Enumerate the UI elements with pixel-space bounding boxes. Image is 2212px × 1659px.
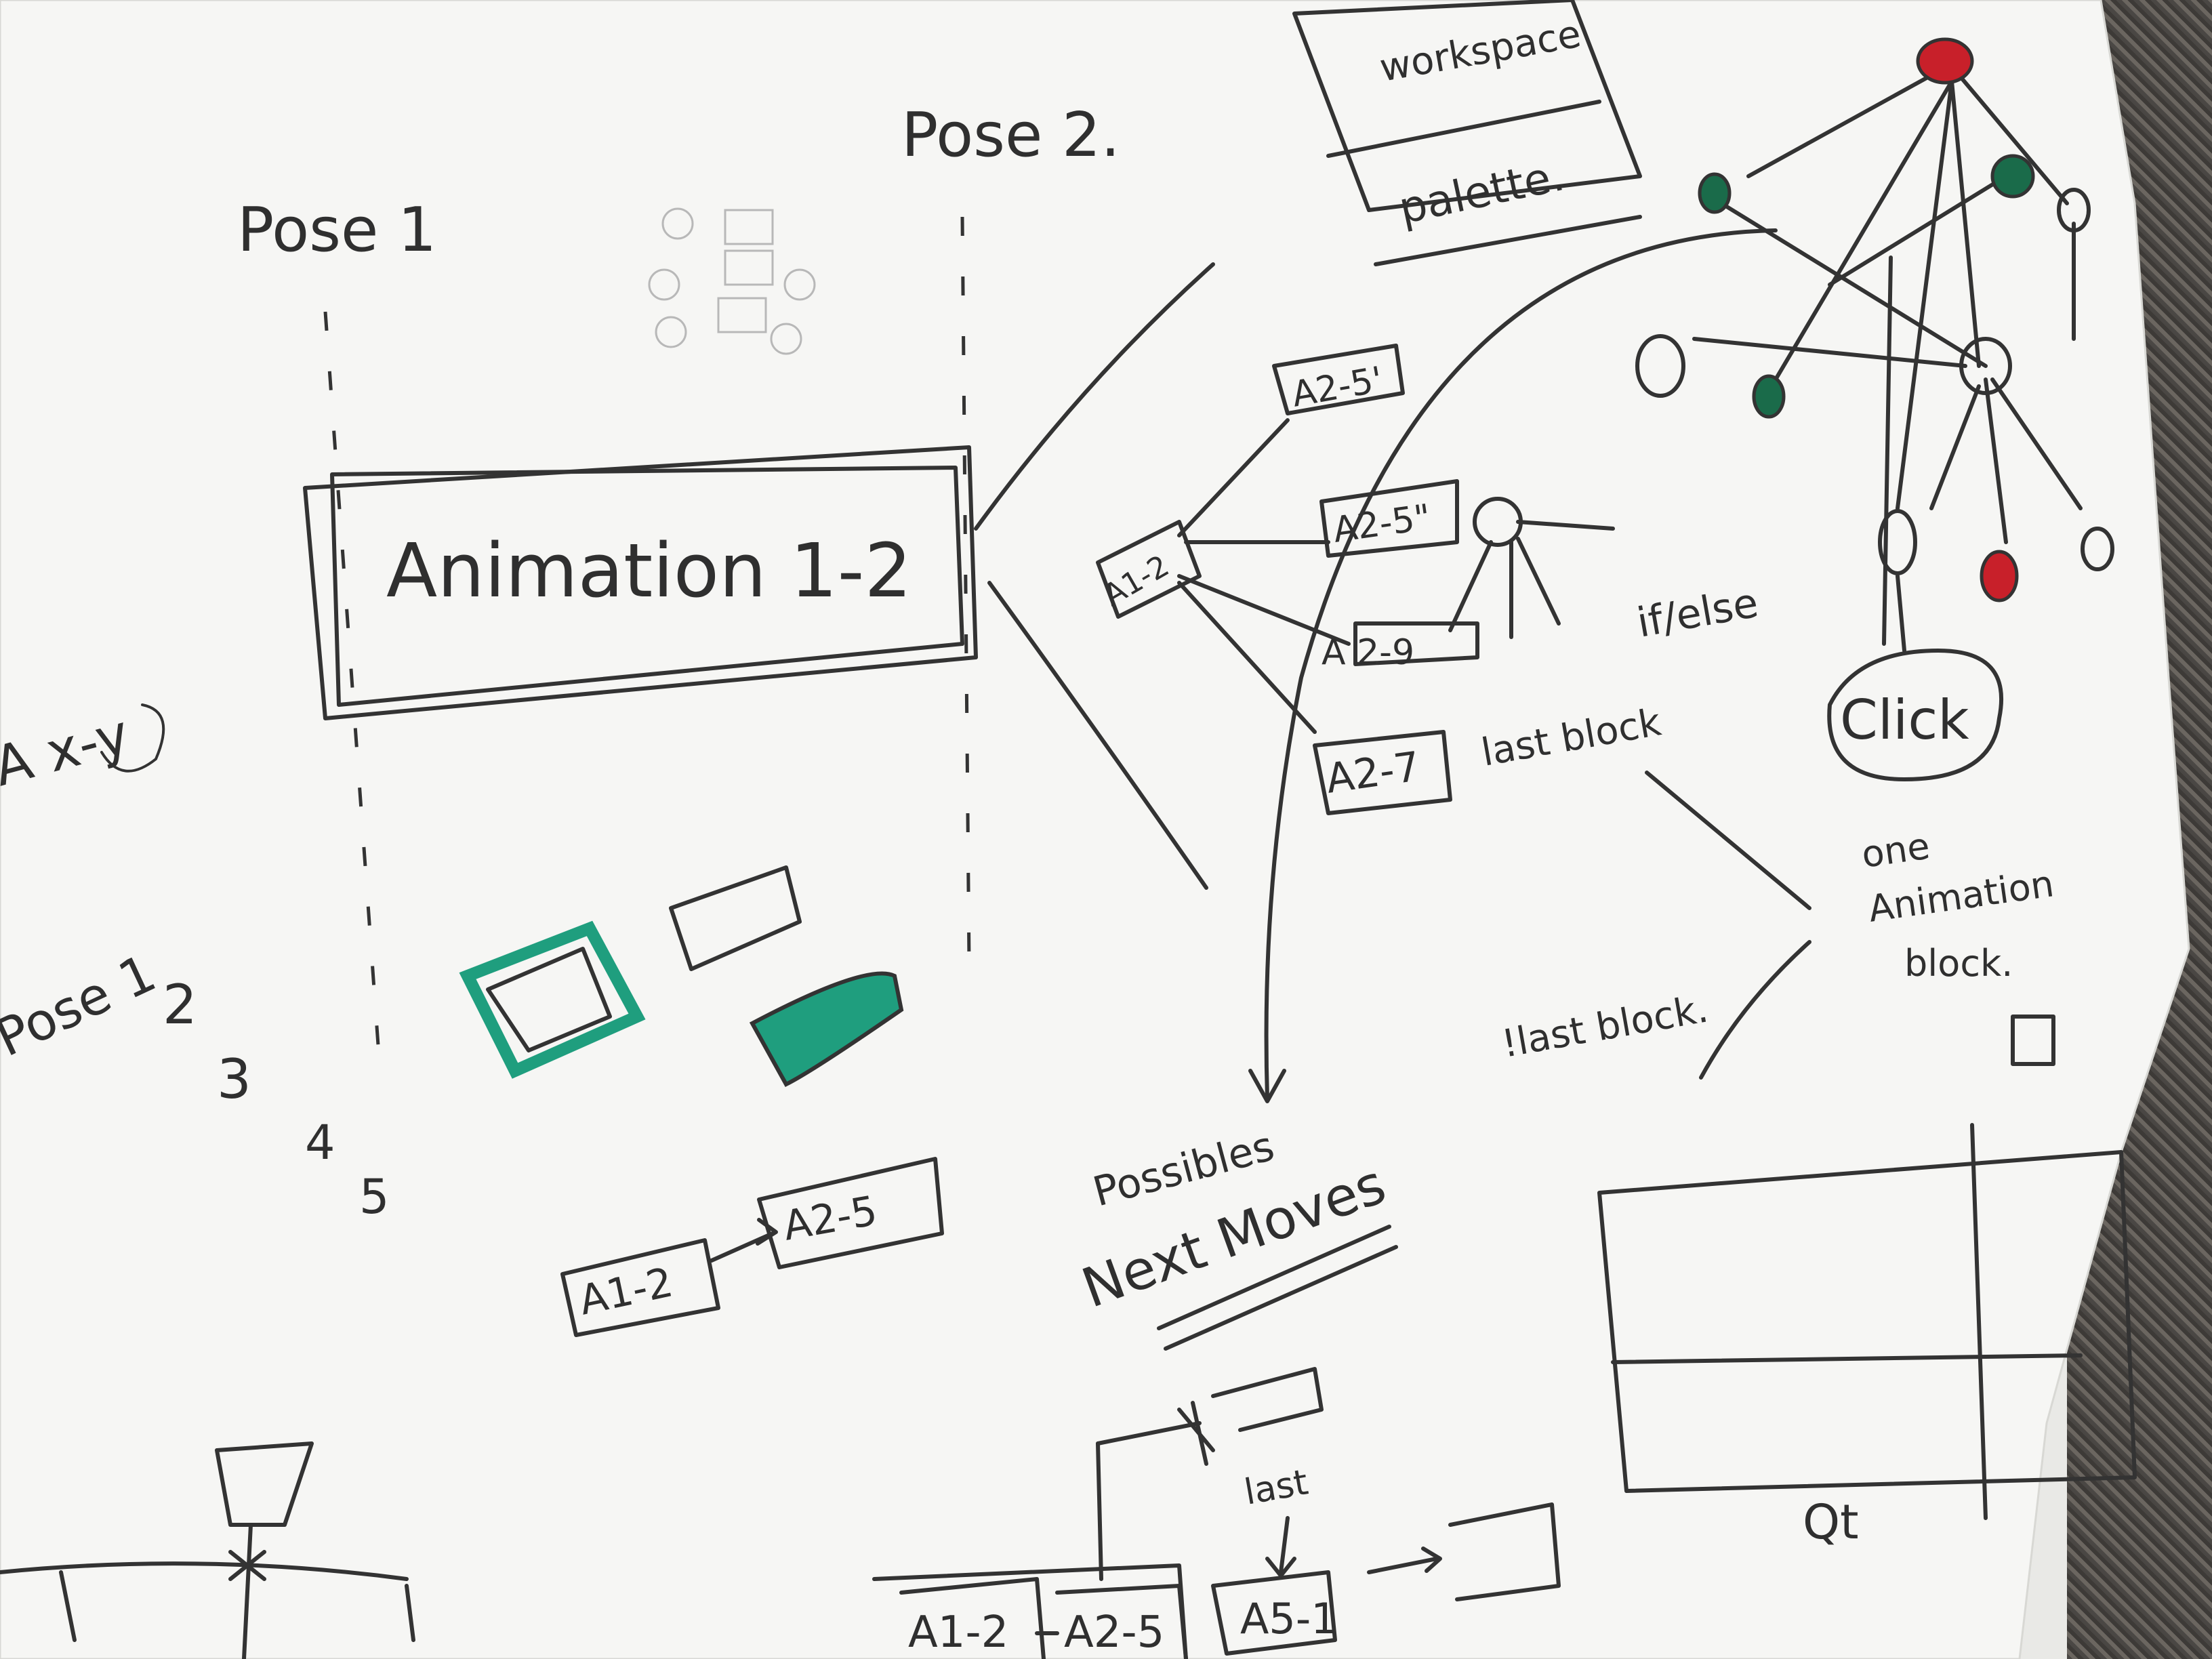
faint-sketch bbox=[648, 207, 816, 355]
graph-node-green-2 bbox=[1990, 154, 2035, 199]
connector-not-last-block bbox=[1699, 940, 1811, 1080]
graph-node-red-bottom bbox=[1980, 550, 2019, 602]
small-square bbox=[2011, 1015, 2055, 1066]
node-a29-label: A 2-9 bbox=[1322, 632, 1414, 673]
bottom-a25-label: A2-5 bbox=[1064, 1607, 1164, 1658]
axy-loop bbox=[100, 703, 165, 773]
pose-list-5: 5 bbox=[359, 1169, 390, 1225]
animation-label: Animation 1-2 bbox=[386, 527, 912, 614]
graph-node-green-3 bbox=[1752, 374, 1786, 419]
bottom-a12-label: A1-2 bbox=[908, 1607, 1008, 1658]
pose1-label: Pose 1 bbox=[237, 194, 436, 266]
pose1-divider bbox=[323, 311, 382, 1065]
connector-last-block bbox=[1645, 771, 1811, 910]
branch-down bbox=[987, 581, 1208, 890]
pose2-divider bbox=[960, 216, 971, 963]
empty-sketch-box bbox=[669, 865, 802, 971]
teal-filled-box bbox=[749, 971, 904, 1087]
next-moves-underline-1 bbox=[1157, 1225, 1391, 1330]
bottom-flow: A1-2 A2-5 A5-1 last bbox=[872, 1367, 1561, 1659]
next-moves-underline-2 bbox=[1164, 1245, 1398, 1351]
pose2-label: Pose 2. bbox=[901, 100, 1120, 171]
pose-list-2: 2 bbox=[163, 973, 197, 1036]
network-graph bbox=[1635, 37, 2114, 653]
branch-up bbox=[974, 262, 1215, 531]
bottom-a51-label: A5-1 bbox=[1240, 1594, 1338, 1643]
graph-node-hub bbox=[1959, 337, 2012, 395]
one-animation-block-3: block. bbox=[1904, 942, 2013, 985]
graph-node-red-top bbox=[1916, 37, 1974, 85]
pose-list-4: 4 bbox=[305, 1115, 335, 1170]
next-moves-arrow bbox=[1264, 228, 1778, 1100]
qt-label: Qt bbox=[1803, 1494, 1859, 1550]
teal-outline-box bbox=[459, 920, 646, 1079]
next-moves-arrowhead bbox=[1248, 1069, 1286, 1103]
graph-node-green-1 bbox=[1698, 172, 1732, 214]
click-node: Click bbox=[1827, 649, 2004, 781]
click-label: Click bbox=[1840, 689, 1969, 752]
one-animation-block-1: one bbox=[1859, 824, 1932, 876]
pose-list-3: 3 bbox=[217, 1048, 251, 1111]
pole-sketch bbox=[0, 1441, 415, 1659]
animation-box: Animation 1-2 bbox=[303, 445, 978, 720]
qt-window-sketch: Qt bbox=[1597, 1123, 2137, 1550]
